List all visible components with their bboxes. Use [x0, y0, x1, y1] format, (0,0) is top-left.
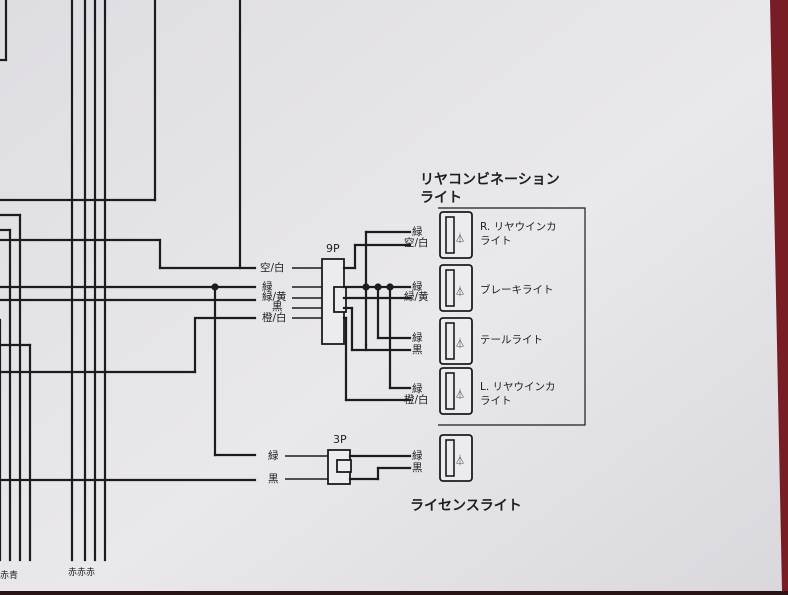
license-lamp-title: ライセンスライト [410, 498, 522, 514]
lamp-l-winker: ⏃ L. リヤウインカ ライト [439, 367, 556, 415]
lamp-l-winker-name: L. リヤウインカ [480, 381, 556, 393]
rear-combination-title-2: ライト [420, 190, 462, 206]
brake-wire-top: 緑 [412, 280, 423, 293]
rear-combination-title: リヤコンビネーション [420, 172, 560, 188]
svg-text:⏃: ⏃ [455, 232, 465, 245]
svg-text:⏃: ⏃ [455, 285, 465, 298]
license-wire-bottom: 黒 [412, 462, 423, 474]
rear-combination-outline [438, 207, 586, 426]
svg-text:⏃: ⏃ [455, 454, 465, 467]
connector-9p: 9P [321, 242, 347, 345]
lamp-tail: ⏃ テールライト [439, 317, 543, 365]
label-green-3p: 緑 [268, 449, 279, 462]
svg-text:⏃: ⏃ [455, 337, 465, 350]
label-black-left: 黒 [272, 301, 283, 313]
label-green-left: 緑 [262, 280, 273, 293]
lamp-r-winker-name: R. リヤウインカ [480, 221, 557, 233]
license-wire-top: 緑 [412, 449, 423, 462]
lamp-tail-name: テールライト [480, 334, 543, 346]
left-harness-lines [0, 0, 257, 562]
bottom-label-left: 赤青 [0, 569, 18, 581]
left-wire-labels: 空/白 緑 緑/黄 黒 橙/白 緑 黒 [260, 261, 287, 485]
lamp-brake-name: ブレーキライト [480, 283, 554, 296]
lamp-r-winker: ⏃ R. リヤウインカ ライト [439, 211, 557, 259]
lamp-r-winker-name-2: ライト [480, 235, 512, 247]
label-sky-white: 空/白 [260, 261, 285, 274]
label-orange-white: 橙/白 [262, 311, 287, 324]
tail-wire-bottom: 黒 [412, 344, 423, 356]
label-green-yellow: 緑/黄 [262, 290, 287, 303]
connector-3p-label: 3P [333, 433, 347, 446]
lamp-license: ⏃ [439, 434, 473, 482]
splice-dot [211, 283, 219, 291]
tail-wire-top: 緑 [412, 331, 423, 344]
connector-3p: 3P [327, 433, 352, 485]
lamp-l-winker-name-2: ライト [480, 395, 512, 407]
lamp-wires [342, 230, 412, 481]
connector-stubs [285, 267, 328, 480]
l-winker-wire-bottom: 橙/白 [404, 393, 429, 406]
right-wire-labels: 緑 空/白 緑 緑/黄 緑 黒 緑 橙/白 緑 黒 [404, 225, 429, 474]
svg-text:⏃: ⏃ [455, 388, 465, 401]
r-winker-wire-top: 緑 [412, 225, 423, 238]
bottom-label-right: 赤赤赤 [68, 567, 95, 578]
lamp-brake: ⏃ ブレーキライト [439, 264, 554, 312]
label-black-3p: 黒 [268, 473, 279, 485]
r-winker-wire-bottom: 空/白 [404, 236, 429, 249]
l-winker-wire-top: 緑 [412, 382, 423, 395]
brake-wire-bottom: 緑/黄 [404, 290, 429, 303]
connector-9p-label: 9P [326, 242, 340, 255]
